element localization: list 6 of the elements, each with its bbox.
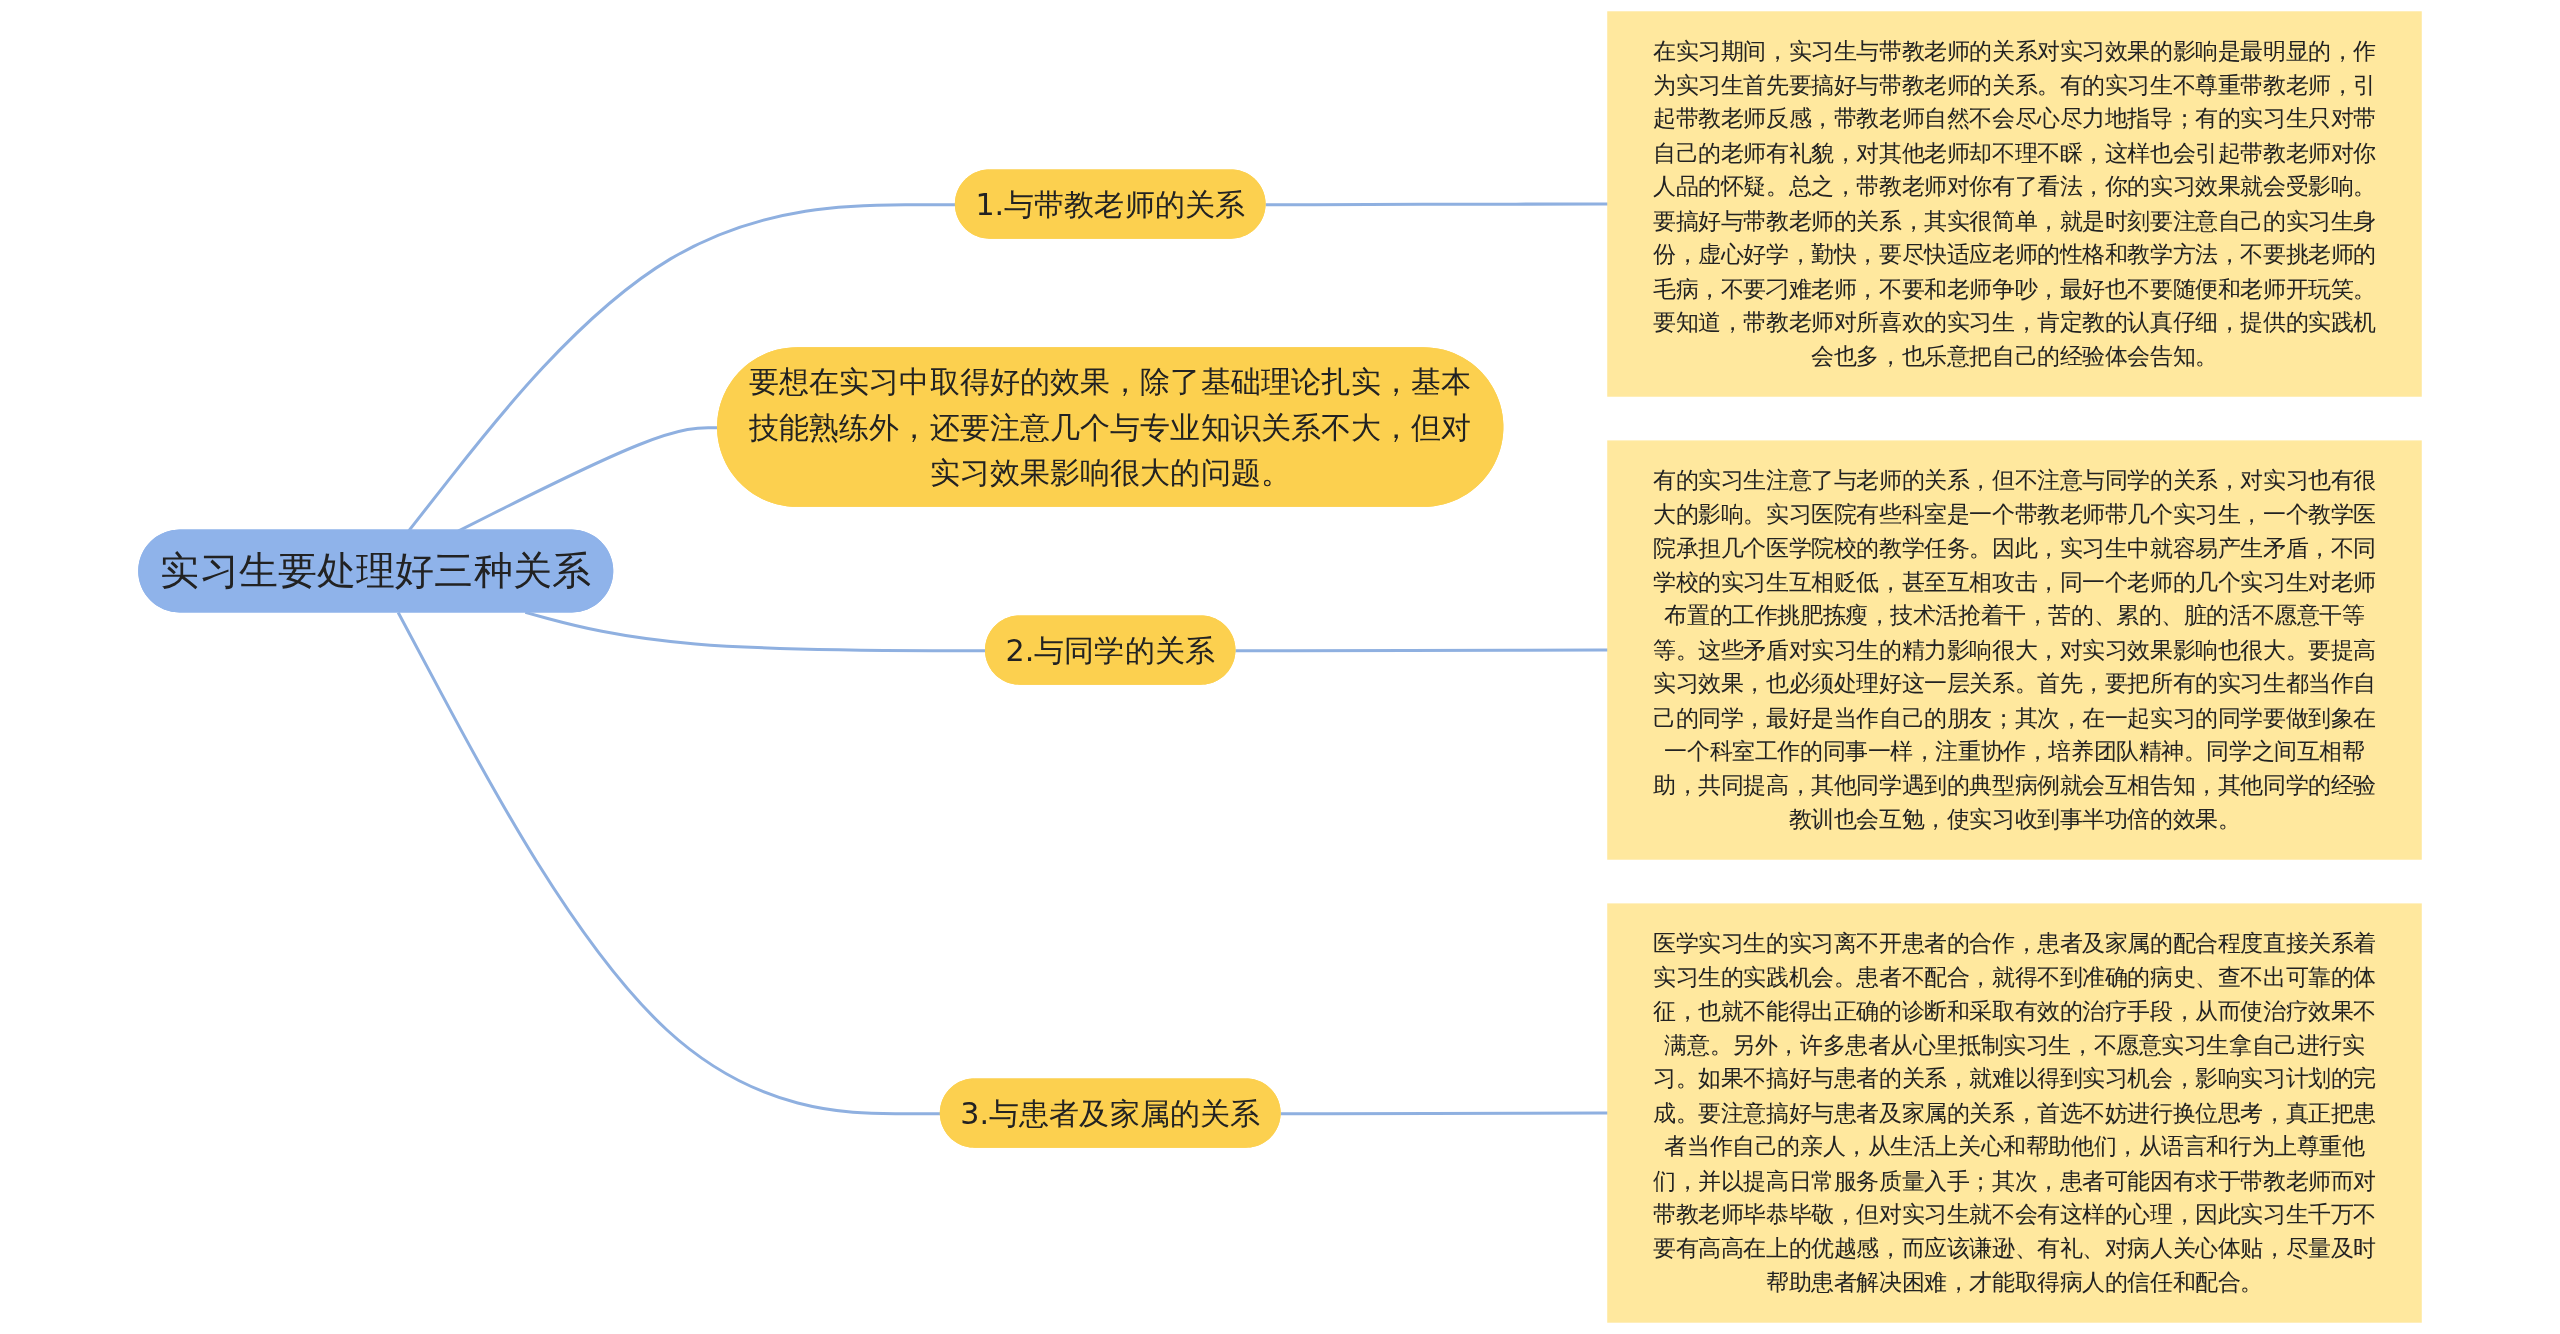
connector — [1280, 1111, 1608, 1116]
connector — [1265, 202, 1608, 207]
connector — [1235, 648, 1608, 653]
node-box: 有的实习生注意了与老师的关系，但不注意与同学的关系，对实习也有很大的影响。实习医院有些科室是一个带教老师带几个实习生，一个教学医院承担几个医学院校的教学任务。因此，实习生中就容易产生矛盾，不同学校的实习生互相贬低，甚至互相攻击，同一个老师的几个实习生对老师布置的工作挑肥拣瘦，技术活抢着干，苦的、累的、脏的活不愿意干等等。这些矛盾对实习生的精力影响很大，对实习效果影响也很大。要提高实习效果，也必须处理好这一层关系。首先，要把所有的实习生都当作自己的同学，最好是当作自己的朋友；其次，在一起实习的同学要做到象在一个科室工作的同事一样，注重协作，培养团队精神。同学之间互相帮助，共同提高，其他同学遇到的典型病例就会互相告知，其他同学的经验教训也会互勉，使实习收到事半功倍的效果。 — [1607, 440, 2422, 860]
node-box: 在实习期间，实习生与带教老师的关系对实习效果的影响是最明显的，作为实习生首先要搞好与带教老师的关系。有的实习生不尊重带教老师，引起带教老师反感，带教老师自然不会尽心尽力地指导；有的实习生只对带自己的老师有礼貌，对其他老师却不理不睬，这样也会引起带教老师对你人品的怀疑。总之，带教老师对你有了看法，你的实习效果就会受影响。要搞好与带教老师的关系，其实很简单，就是时刻要注意自己的实习生身份，虚心好学，勤快，要尽快适应老师的性格和教学方法，不要挑老师的毛病，不要刁难老师，不要和老师争吵，最好也不要随便和老师开玩笑。要知道，带教老师对所喜欢的实习生，肯定教的认真仔细，提供的实践机会也多，也乐意把自己的经验体会告知。 — [1607, 11, 2422, 397]
node-box: 医学实习生的实习离不开患者的合作，患者及家属的配合程度直接关系着实习生的实践机会。患者不配合，就得不到准确的病史、查不出可靠的体征，也就不能得出正确的诊断和采取有效的治疗手段，从而使治疗效果不满意。另外，许多患者从心里抵制实习生，不愿意实习生拿自己进行实习。如果不搞好与患者的关系，就难以得到实习机会，影响实习计划的完成。要注意搞好与患者及家属的关系，首选不妨进行换位思考，真正把患者当作自己的亲人，从生活上关心和帮助他们，从语言和行为上尊重他们，并以提高日常服务质量入手；其次，患者可能因有求于带教老师而对带教老师毕恭毕敬，但对实习生就不会有这样的心理，因此实习生千万不要有高高在上的优越感，而应该谦逊、有礼、对病人关心体贴，尽量及时帮助患者解决困难，才能取得病人的信任和配合。 — [1607, 903, 2422, 1323]
